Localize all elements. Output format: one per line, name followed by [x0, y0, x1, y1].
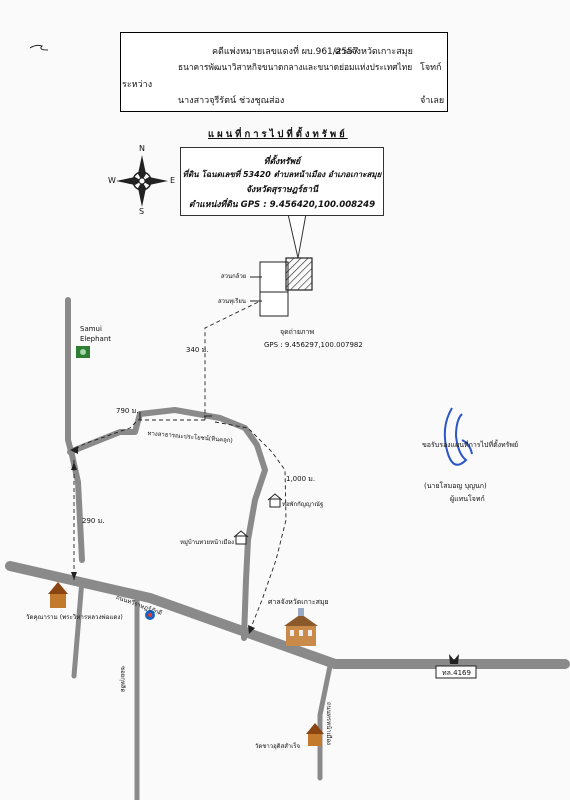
label-side-road-kulid: ซอยกุหลิด — [119, 666, 126, 693]
signature-name: (นายโสมอญ บุญนก) — [424, 482, 487, 490]
label-apartment: หอพักกัญญาณัฐ — [282, 501, 324, 508]
label-plot-bottom: สวนทุเรียน — [218, 298, 246, 305]
plaintiff-name: ธนาคารพัฒนาวิสาหกิจขนาดกลางและขนาดย่อมแห… — [178, 62, 413, 72]
label-dist-1000: 1,000 ม. — [286, 475, 316, 483]
callout-pointer — [287, 213, 307, 259]
case-number: คดีแพ่งหมายเลขแดงที่ ผบ.961/2557 — [212, 47, 359, 57]
label-village-office: หมู่บ้านทวยหน้าเมือง — [180, 539, 234, 546]
label-photo-gps: GPS : 9.456297,100.007982 — [264, 341, 363, 349]
court-building-icon — [284, 608, 318, 646]
route-dashed-790 — [73, 419, 205, 451]
temple-left-icon — [48, 582, 68, 608]
signature-mark — [443, 407, 473, 466]
route-dashed-340 — [204, 289, 284, 420]
road-to-temple-left — [71, 577, 85, 679]
signature-role: ผู้แทนโจทก์ — [450, 495, 485, 503]
highway-sign — [435, 654, 477, 679]
defendant-name: นางสาวจุรีรัตน์ ช่วงชุณส่อง — [178, 96, 285, 106]
route-dashed-1000 — [214, 421, 287, 631]
compass-rose — [116, 155, 168, 207]
label-plot-top: สวนกล้วย — [221, 273, 247, 280]
corner-scribble — [29, 44, 49, 51]
label-temple-left: วัดคุณาราม (พระวิหารหลวงพ่อแดง) — [26, 614, 123, 621]
compass-n: N — [139, 144, 145, 153]
property-gps: ตำแหน่งที่ดิน GPS : 9.456420,100.008249 — [188, 200, 376, 210]
label-side-road-naamuang: ถนนทรหน้าเมือง — [325, 702, 332, 745]
defendant-role: จำเลย — [420, 96, 445, 106]
signature-certify: ขอรับรองแผนที่การไปที่ตั้งทรัพย์ — [422, 441, 519, 449]
village-office-icon — [233, 530, 249, 545]
gas-station-icon — [145, 610, 155, 620]
label-dist-340: 340 ม. — [186, 346, 209, 354]
side-road-naamuang — [317, 663, 333, 781]
compass-s: S — [139, 207, 145, 216]
elephant-icon — [76, 346, 90, 358]
apartment-icon — [267, 493, 283, 508]
left-vertical-road — [65, 297, 85, 563]
property-deed: ที่ดิน โฉนดเลขที่ 53420 ตำบลหน้าเมือง อำ… — [182, 170, 382, 179]
case-header-box — [120, 32, 448, 112]
top-gravel-road — [67, 407, 268, 641]
arrow-290-down — [71, 572, 77, 580]
temple-bottom-icon — [306, 723, 324, 746]
property-plot — [250, 257, 313, 317]
property-province: จังหวัดสุราษฎร์ธานี — [246, 185, 318, 195]
label-court-building: ศาลจังหวัดเกาะสมุย — [268, 598, 329, 606]
label-photo-point: จุดถ่ายภาพ — [280, 328, 315, 336]
between-label: ระหว่าง — [122, 80, 153, 90]
plaintiff-role: โจทก์ — [420, 63, 442, 73]
map-title: แผนที่การไปที่ตั้งทรัพย์ — [208, 129, 348, 140]
label-dist-790: 790 ม. — [116, 407, 139, 415]
label-samui-elephant: Samui Elephant — [80, 325, 112, 343]
label-temple-bottom: วัดชาวอุดิสสำเร็จ — [255, 743, 301, 750]
arrow-1000-down — [248, 625, 255, 634]
court-name: ศาลจังหวัดเกาะสมุย — [335, 47, 413, 57]
arrow-290-up — [71, 462, 77, 470]
label-dist-290: 290 ม. — [82, 517, 105, 525]
arrow-790-left — [70, 446, 78, 454]
label-highway: ทล.4169 — [442, 669, 471, 677]
property-callout: ที่ตั้งทรัพย์ ที่ดิน โฉนดเลขที่ 53420 ตำ… — [180, 147, 384, 216]
property-heading: ที่ตั้งทรัพย์ — [263, 157, 301, 167]
compass-e: E — [170, 176, 176, 185]
compass-w: W — [108, 176, 116, 185]
